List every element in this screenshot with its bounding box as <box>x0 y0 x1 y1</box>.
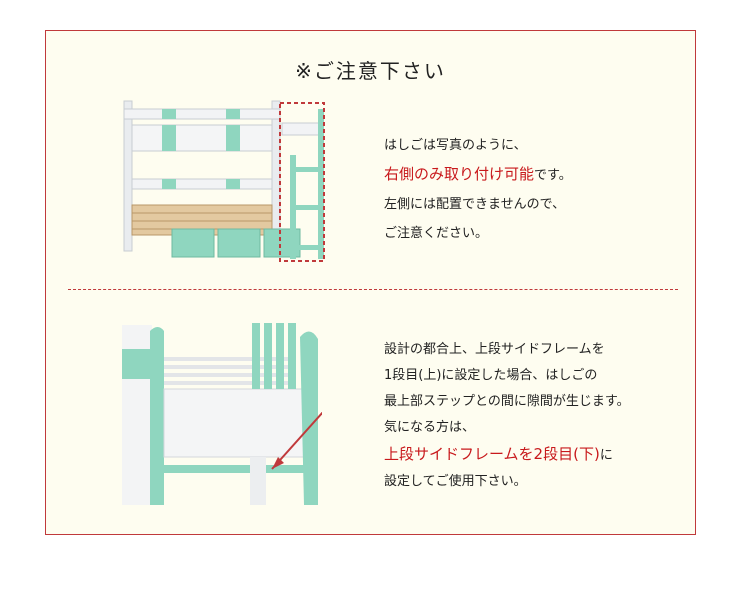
note2-line6: 設定してご使用下さい。 <box>384 474 527 489</box>
note2-line3: 最上部ステップとの間に隙間が生じます。 <box>384 394 630 409</box>
note2-line5: 上段サイドフレームを2段目(下)に <box>384 441 630 469</box>
note1-line2-rest: です。 <box>534 168 572 183</box>
second-level-setting-text: 上段サイドフレームを2段目(下) <box>384 445 600 463</box>
frame-gap-note: 設計の都合上、上段サイドフレームを 1段目(上)に設定した場合、はしごの 最上部… <box>384 337 630 495</box>
bunk-bed-illustration <box>123 100 325 262</box>
note2-line2: 1段目(上)に設定した場合、はしごの <box>384 368 598 383</box>
dashed-divider <box>68 289 678 290</box>
note2-line4: 気になる方は、 <box>384 420 476 435</box>
ladder-side-note: はしごは写真のように、 右側のみ取り付け可能です。 左側には配置できませんので、… <box>384 131 572 248</box>
notice-title: ※ご注意下さい <box>295 59 446 83</box>
right-side-only-text: 右側のみ取り付け可能 <box>384 165 535 183</box>
frame-gap-illustration <box>122 323 322 505</box>
note2-line1: 設計の都合上、上段サイドフレームを <box>384 342 605 357</box>
note2-line5-rest: に <box>599 448 613 463</box>
note1-line3: 左側には配置できませんので、 <box>384 197 566 212</box>
note1-line1: はしごは写真のように、 <box>384 138 527 153</box>
note1-line4: ご注意ください。 <box>384 226 489 241</box>
note1-line2: 右側のみ取り付け可能です。 <box>384 160 572 190</box>
notice-panel: ※ご注意下さい はしごは写真のよう <box>45 30 696 535</box>
